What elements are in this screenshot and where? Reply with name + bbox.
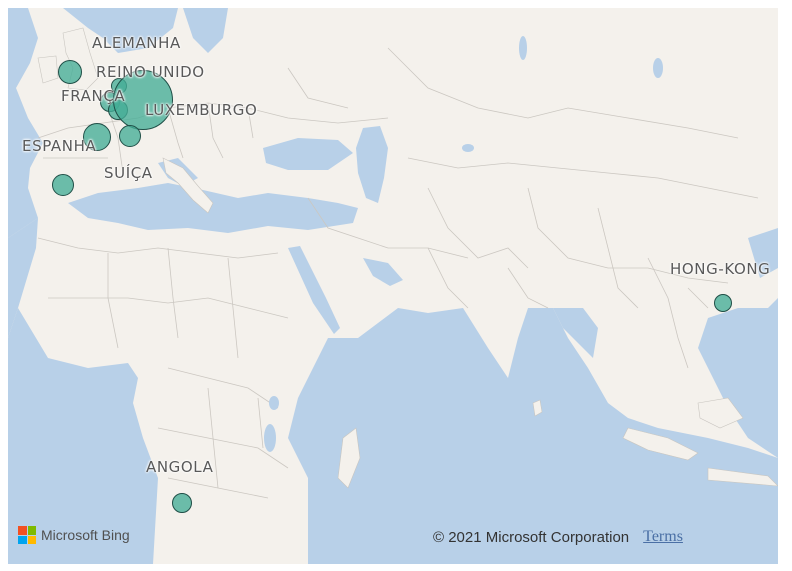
copyright-text: © 2021 Microsoft Corporation (433, 528, 630, 546)
red-sea (288, 246, 340, 334)
bing-logo-text: Microsoft Bing (41, 527, 130, 543)
south-china-sea (698, 298, 778, 458)
bubble-luxemburgo[interactable] (113, 70, 173, 130)
terms-link[interactable]: Terms (643, 528, 683, 545)
microsoft-logo-icon (18, 526, 36, 544)
label-suica: SUÍÇA (104, 164, 153, 182)
label-angola: ANGOLA (146, 458, 214, 476)
map-visual[interactable]: ALEMANHA REINO UNIDO FRANÇA LUXEMBURGO E… (8, 8, 778, 564)
mediterranean-sea (68, 183, 358, 233)
atlantic-ocean (8, 8, 43, 238)
right-margin (778, 0, 792, 571)
indian-ocean (288, 308, 778, 564)
bubble-hong-kong[interactable] (714, 294, 732, 312)
label-alemanha: ALEMANHA (92, 34, 181, 52)
label-reino-unido: REINO UNIDO (96, 63, 205, 81)
bubble-espanha[interactable] (83, 123, 111, 151)
black-sea (263, 138, 353, 170)
label-hong-kong: HONG-KONG (670, 260, 771, 278)
label-franca: FRANÇA (61, 87, 126, 105)
bubble-suica[interactable] (119, 125, 141, 147)
map-attribution: © 2021 Microsoft Corporation Terms (433, 528, 683, 546)
label-espanha: ESPANHA (22, 137, 97, 155)
bubble-angola[interactable] (172, 493, 192, 513)
bing-logo[interactable]: Microsoft Bing (18, 526, 130, 544)
world-map-canvas[interactable] (8, 8, 778, 564)
caspian-sea (356, 126, 388, 203)
bubble-portugal-area[interactable] (52, 174, 74, 196)
gulf-of-guinea (8, 308, 158, 564)
top-strip (0, 0, 792, 8)
label-luxemburgo: LUXEMBURGO (145, 101, 258, 119)
bubble-reino-unido[interactable] (58, 60, 82, 84)
